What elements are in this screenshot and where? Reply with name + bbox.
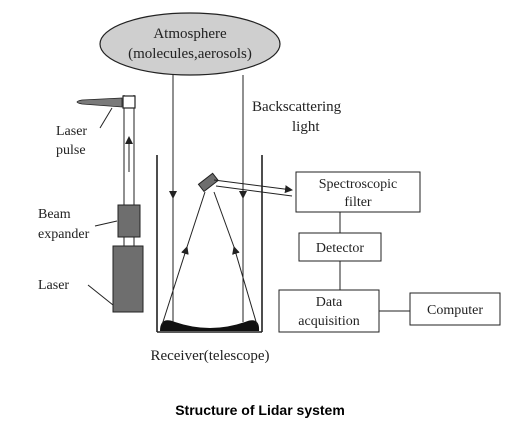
ray-to-filter-2 — [215, 185, 293, 197]
ray-to-filter-1 — [213, 179, 293, 194]
atmosphere-label: Atmosphere — [153, 26, 227, 42]
primary-mirror — [160, 320, 260, 331]
data-acquisition-label-2: acquisition — [298, 314, 359, 329]
laser-pulse-leader — [99, 107, 113, 129]
beam-expander-label: Beam — [38, 207, 71, 222]
receiver-label: Receiver(telescope) — [150, 348, 269, 364]
spectroscopic-filter-label-2: filter — [344, 195, 372, 210]
beam-expander-label-2: expander — [38, 227, 90, 242]
pulse-square — [122, 95, 136, 109]
laser-pulse-label: Laser — [56, 124, 87, 139]
reflect-ray-2b — [213, 191, 235, 248]
atmosphere-sublabel: (molecules,aerosols) — [128, 46, 252, 62]
laser-pulse-shape — [76, 97, 123, 108]
computer-box — [409, 292, 501, 326]
laser-leader — [87, 284, 114, 306]
atmosphere-ellipse — [99, 12, 281, 76]
reflect-ray-1 — [161, 246, 189, 326]
laser-pulse-label-2: pulse — [56, 143, 86, 158]
spectroscopic-filter-label: Spectroscopic — [319, 177, 398, 192]
reflect-ray-2 — [232, 246, 258, 326]
laser-box — [112, 245, 144, 313]
computer-label: Computer — [427, 303, 483, 318]
caption: Structure of Lidar system — [175, 402, 345, 418]
data-acquisition-box — [278, 289, 380, 333]
spectroscopic-filter-box — [295, 171, 421, 213]
beam-expander-leader — [94, 220, 118, 227]
laser-label: Laser — [38, 278, 69, 293]
backscattering-label-2: light — [292, 119, 320, 135]
data-acquisition-label: Data — [316, 295, 343, 310]
reflect-ray-1b — [186, 191, 206, 248]
beam-expander-box — [117, 204, 141, 238]
secondary-mirror — [197, 172, 219, 193]
detector-label: Detector — [316, 241, 365, 256]
backscattering-label: Backscattering — [252, 99, 342, 115]
